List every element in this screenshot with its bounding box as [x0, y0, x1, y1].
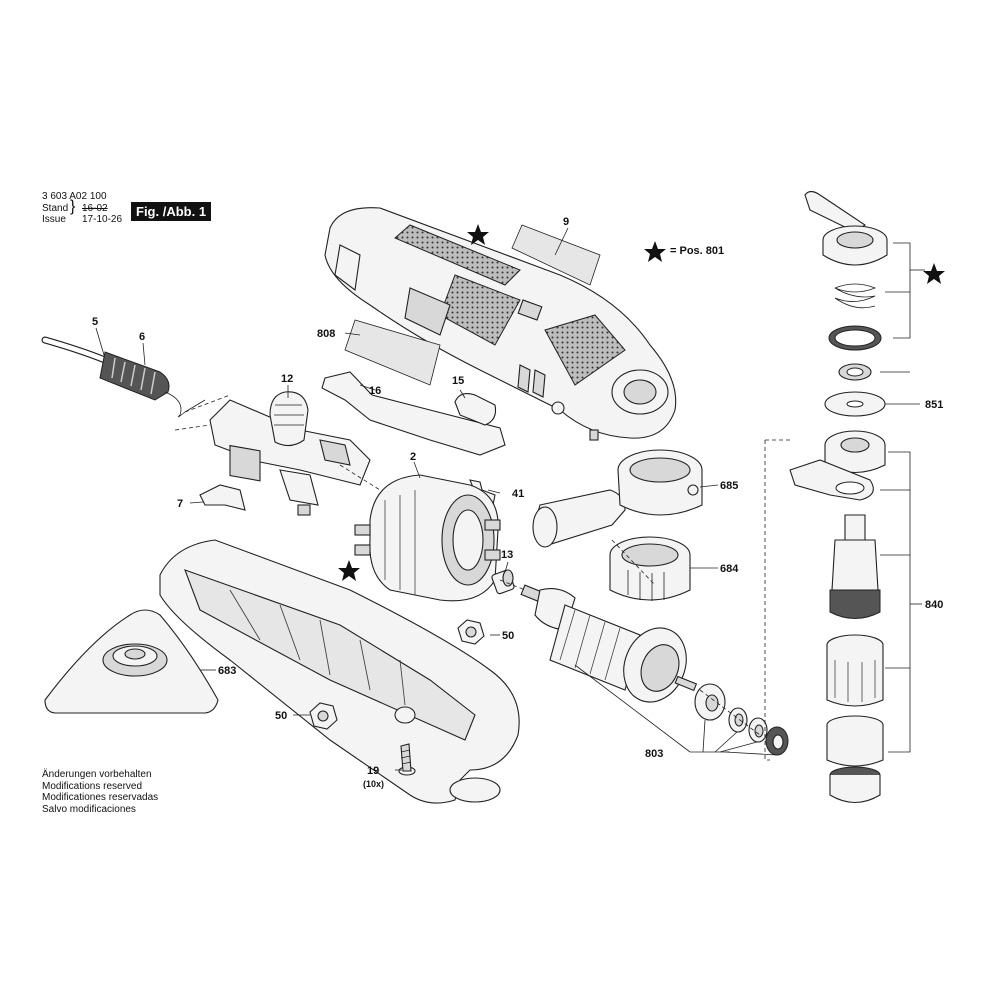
clamp-7	[199, 484, 246, 511]
bearing-803-a	[694, 683, 726, 721]
label-19: 19	[367, 765, 379, 777]
note-en: Modifications reserved	[42, 780, 143, 792]
note-es: Salvo modificaciones	[42, 803, 136, 815]
label-50-a: 50	[502, 630, 514, 642]
stand-label: Stand	[42, 203, 69, 214]
slide-switch-16	[321, 371, 506, 456]
nut-50-b	[309, 702, 338, 730]
label-15: 15	[452, 375, 464, 387]
star-icon-housing	[338, 560, 360, 581]
washer-803-b	[728, 707, 748, 733]
switch-knob-15	[454, 393, 497, 426]
bracket-plate	[789, 459, 874, 501]
legend-star-note: = Pos. 801	[670, 245, 724, 257]
label-808: 808	[317, 328, 335, 340]
dust-adapter	[532, 449, 703, 548]
label-41: 41	[512, 488, 524, 500]
gear-803-d	[765, 726, 789, 756]
washer-851	[824, 391, 886, 417]
leader-lines	[95, 227, 925, 771]
cable	[41, 336, 109, 364]
bearing-13	[491, 569, 515, 595]
modification-notes: Änderungen vorbehalten Modifications res…	[42, 769, 158, 815]
label-6: 6	[139, 331, 145, 343]
label-685: 685	[720, 480, 738, 492]
film-808	[344, 319, 441, 386]
spring	[834, 283, 877, 309]
star-icon-right	[923, 263, 945, 284]
washer-803-c	[748, 717, 768, 743]
part-number: 3 603 A02 100	[42, 191, 107, 202]
label-2: 2	[410, 451, 416, 463]
label-50-b: 50	[275, 710, 287, 722]
label-684: 684	[720, 563, 739, 575]
nut-50-a	[457, 619, 485, 645]
note-pt: Modificationes reservadas	[42, 792, 159, 803]
label-19-quantity: (10x)	[363, 779, 384, 789]
housing-bottom	[159, 539, 520, 804]
screw-19	[398, 743, 416, 776]
label-683: 683	[218, 665, 236, 677]
ring	[828, 325, 882, 351]
spindle	[829, 514, 881, 619]
quick-clamp-lever	[804, 190, 888, 266]
note-de: Änderungen vorbehalten	[42, 769, 152, 780]
electronics-board	[209, 391, 371, 516]
field-coil	[354, 474, 501, 602]
issue-label: Issue	[42, 214, 66, 225]
label-13: 13	[501, 549, 513, 561]
star-icon-legend	[644, 241, 666, 262]
stand-date: 17-10-26	[82, 214, 123, 225]
bearing-840	[824, 430, 886, 473]
stand-old-date: 16-02	[82, 203, 108, 214]
housing-top	[324, 207, 677, 441]
armature	[520, 584, 698, 703]
clamp-sleeve	[826, 634, 884, 707]
figure-badge: Fig. /Abb. 1	[131, 202, 212, 221]
star-icon-top	[467, 224, 489, 245]
clamp-nut	[826, 715, 884, 804]
label-7: 7	[177, 498, 183, 510]
label-16: 16	[369, 385, 381, 397]
label-12: 12	[281, 373, 293, 385]
coupling-684	[609, 536, 691, 601]
label-851: 851	[925, 399, 943, 411]
label-840: 840	[925, 599, 943, 611]
strain-relief	[99, 351, 206, 418]
film-9	[511, 224, 601, 286]
sanding-plate	[44, 609, 219, 714]
small-ring	[838, 363, 872, 381]
label-803: 803	[645, 748, 663, 760]
brace-glyph: }	[70, 198, 76, 215]
label-9: 9	[563, 216, 569, 228]
label-5: 5	[92, 316, 98, 328]
